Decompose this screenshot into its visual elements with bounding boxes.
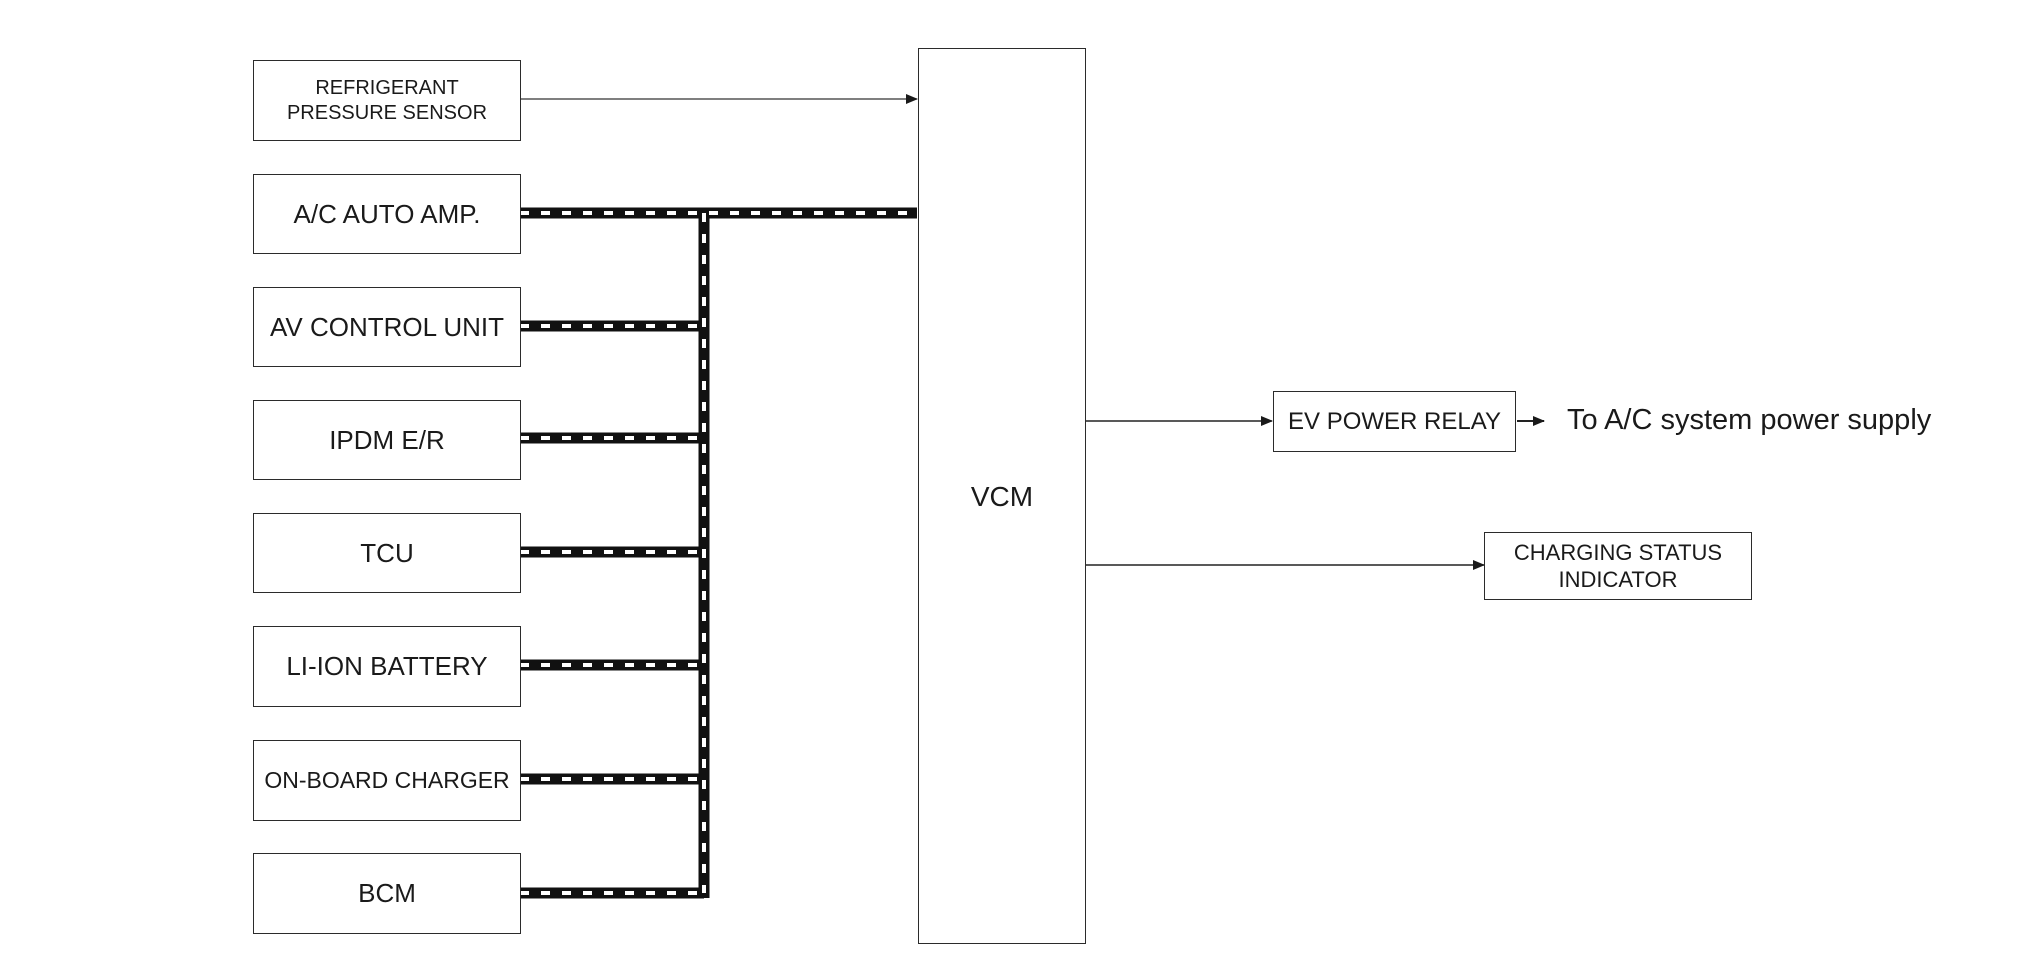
ipdm-box: IPDM E/R bbox=[253, 400, 521, 480]
av-control-unit-label: AV CONTROL UNIT bbox=[269, 311, 504, 342]
charging-status-indicator-box: CHARGING STATUS INDICATOR bbox=[1484, 532, 1752, 600]
ev-power-relay-label: EV POWER RELAY bbox=[1288, 407, 1501, 435]
on-board-charger-label: ON-BOARD CHARGER bbox=[264, 767, 510, 794]
charging-status-indicator-label: CHARGING STATUS INDICATOR bbox=[1513, 539, 1723, 593]
vcm-box: VCM bbox=[918, 48, 1086, 944]
bcm-label: BCM bbox=[358, 878, 416, 909]
tcu-box: TCU bbox=[253, 513, 521, 593]
ac-auto-amp-label: A/C AUTO AMP. bbox=[293, 198, 481, 229]
av-control-unit-box: AV CONTROL UNIT bbox=[253, 287, 521, 367]
ipdm-label: IPDM E/R bbox=[329, 424, 445, 455]
on-board-charger-box: ON-BOARD CHARGER bbox=[253, 740, 521, 821]
can-bus bbox=[520, 207, 917, 899]
ac-power-supply-label: To A/C system power supply bbox=[1567, 404, 1932, 436]
bcm-box: BCM bbox=[253, 853, 521, 934]
li-ion-battery-label: LI-ION BATTERY bbox=[286, 651, 488, 682]
refrigerant-pressure-sensor-label: REFRIGERANT PRESSURE SENSOR bbox=[286, 76, 488, 124]
tcu-label: TCU bbox=[360, 537, 414, 568]
refrigerant-pressure-sensor-box: REFRIGERANT PRESSURE SENSOR bbox=[253, 60, 521, 141]
li-ion-battery-box: LI-ION BATTERY bbox=[253, 626, 521, 707]
ac-auto-amp-box: A/C AUTO AMP. bbox=[253, 174, 521, 254]
vcm-label: VCM bbox=[970, 480, 1034, 512]
ev-power-relay-box: EV POWER RELAY bbox=[1273, 391, 1516, 452]
